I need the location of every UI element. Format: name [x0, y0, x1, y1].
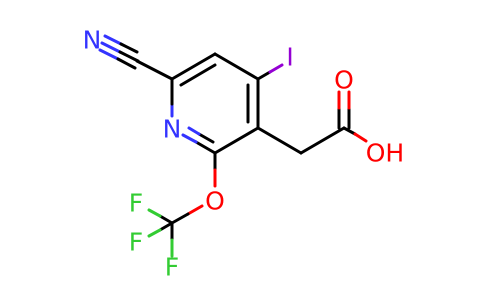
iodine-label: I — [286, 43, 293, 72]
c3-c2-bond — [213, 126, 260, 155]
cf3-f-top-bond-f-part — [147, 208, 162, 218]
c4-iodine-bond-i-part — [268, 63, 284, 74]
ch2-carboxyl-c-bond — [299, 126, 346, 155]
fluorine-bottom-label: F — [165, 253, 179, 282]
carbonyl-oxygen-label: O — [334, 66, 354, 95]
triple-bond-line-mid-n — [100, 41, 122, 54]
triple-bond-line-bot-n — [98, 48, 120, 61]
triple-bond-line-top-c — [119, 42, 139, 54]
nitrile-nitrogen-label: N — [83, 26, 102, 55]
c2-n-bond-n-part — [181, 133, 198, 144]
c6-c5-bond-inner — [179, 63, 217, 87]
ring-nitrogen-label: N — [163, 115, 182, 144]
cf3-f-left-bond-f-part — [147, 228, 162, 238]
c3-ch2-bond — [256, 126, 303, 155]
c2-n-bond-inner-c-part — [197, 132, 215, 144]
triple-bond-line-bot-c — [116, 57, 137, 70]
nitrile-triple-bond — [98, 34, 140, 70]
c4-iodine-bond-c-part — [256, 70, 272, 81]
bonds — [98, 34, 368, 258]
cf3-f-top-bond-c-part — [158, 214, 174, 225]
triple-bond-line-mid-c — [118, 50, 140, 63]
ether-o-cf3-bond-o-part — [186, 204, 204, 216]
ether-oxygen-label: O — [205, 187, 225, 216]
nitrile-c-to-c6-bond — [135, 59, 174, 81]
carboxyl-oh-bond-c-part — [342, 126, 357, 136]
ether-o-cf3-bond-c-part — [170, 212, 190, 225]
atom-labels: N N I O OH O F F F — [83, 26, 405, 282]
cf3-f-left-bond-c-part — [158, 221, 174, 232]
fluorine-top-label: F — [129, 189, 143, 218]
hydroxyl-label: OH — [366, 139, 404, 168]
triple-bond-line-top-n — [103, 34, 123, 46]
c2-n-bond-inner-n-part — [187, 126, 201, 136]
c5-c4-bond — [213, 52, 260, 81]
carboxyl-oh-bond-o-part — [353, 132, 368, 143]
c2-n-bond-c-part — [194, 140, 217, 155]
c6-c5-bond — [170, 52, 217, 81]
fluorine-left-label: F — [129, 228, 143, 257]
